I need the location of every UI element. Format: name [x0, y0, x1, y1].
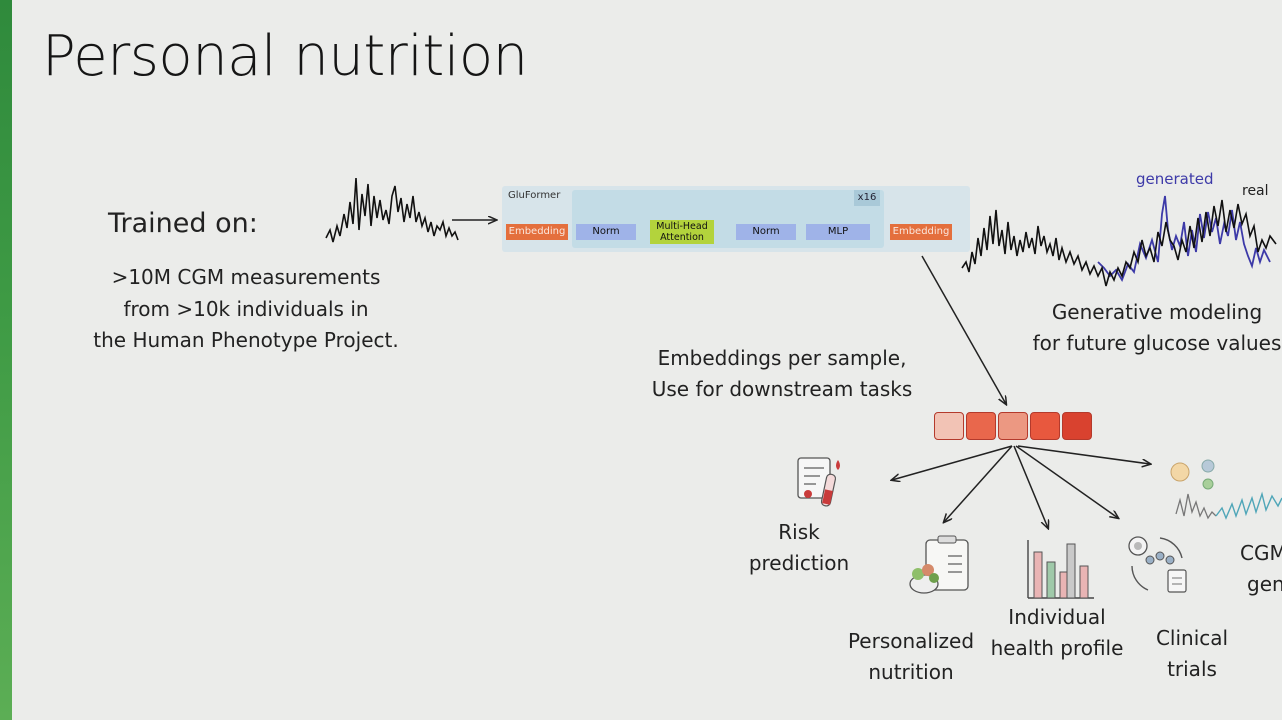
personalized-nutrition-label: Personalized nutrition	[838, 626, 984, 688]
embedding-arrow	[921, 255, 1006, 404]
cgm-generation-icon	[1170, 459, 1282, 520]
embedding-cell	[998, 412, 1028, 440]
trained-line-1: >10M CGM measurements	[111, 265, 381, 289]
health-profile-label: Individual health profile	[982, 602, 1132, 664]
gluformer-diagram: GluFormer x16 Embedding Norm Multi-Head …	[502, 186, 970, 252]
legend-generated: generated	[1136, 170, 1214, 188]
attention-label-1: Multi-Head	[656, 221, 708, 232]
personalized-nutrition-icon	[909, 535, 969, 594]
norm-block-2: Norm	[736, 224, 796, 240]
embeddings-caption: Embeddings per sample, Use for downstrea…	[636, 343, 928, 405]
embedding-vector	[934, 412, 1092, 440]
legend-real: real	[1242, 183, 1269, 199]
model-name: GluFormer	[508, 190, 561, 201]
embedding-out-block: Embedding	[890, 224, 952, 240]
trained-line-3: the Human Phenotype Project.	[93, 328, 399, 352]
embedding-cell	[1030, 412, 1060, 440]
embedding-cell	[966, 412, 996, 440]
nutrition-label-1: Personalized	[847, 629, 975, 653]
cgm-label-2: gen	[1247, 572, 1282, 596]
risk-prediction-icon	[797, 457, 840, 507]
generative-caption-1: Generative modeling	[1051, 300, 1263, 324]
trained-on-heading: Trained on:	[108, 208, 258, 239]
risk-label-2: prediction	[748, 551, 850, 575]
trained-line-2: from >10k individuals in	[123, 296, 369, 321]
norm-block-1: Norm	[576, 224, 636, 240]
cgm-label-1: CGM	[1240, 541, 1282, 565]
real-signal	[961, 199, 1277, 287]
generative-caption-2: for future glucose values	[1032, 331, 1282, 355]
clinical-label-1: Clinical	[1155, 626, 1229, 650]
repeat-count: x16	[854, 190, 880, 206]
clinical-trials-icon	[1128, 536, 1187, 593]
trained-on-description: >10M CGM measurements from >10k individu…	[68, 262, 424, 357]
embedding-cell	[1062, 412, 1092, 440]
embedding-cell	[934, 412, 964, 440]
embeddings-caption-1: Embeddings per sample,	[657, 346, 907, 370]
risk-prediction-label: Risk prediction	[740, 517, 858, 579]
embedding-in-block: Embedding	[506, 224, 568, 240]
risk-label-1: Risk	[778, 520, 820, 544]
slide-accent-bar	[0, 0, 12, 720]
attention-label-2: Attention	[660, 232, 704, 243]
health-label-2: health profile	[990, 636, 1124, 660]
nutrition-label-2: nutrition	[868, 660, 954, 684]
health-label-1: Individual	[1008, 605, 1106, 629]
mlp-block: MLP	[806, 224, 870, 240]
input-glucose-signal	[325, 177, 459, 243]
embeddings-caption-2: Use for downstream tasks	[651, 377, 913, 401]
attention-block: Multi-Head Attention	[650, 220, 714, 244]
slide-title: Personal nutrition	[42, 24, 528, 89]
health-profile-icon	[1027, 540, 1094, 599]
cgm-generation-label: CGM gen	[1240, 538, 1282, 600]
generative-caption: Generative modeling for future glucose v…	[1022, 297, 1282, 359]
task-arrows	[892, 445, 1150, 528]
clinical-label-2: trials	[1167, 657, 1217, 681]
generated-signal	[1097, 195, 1271, 283]
clinical-trials-label: Clinical trials	[1148, 623, 1236, 685]
